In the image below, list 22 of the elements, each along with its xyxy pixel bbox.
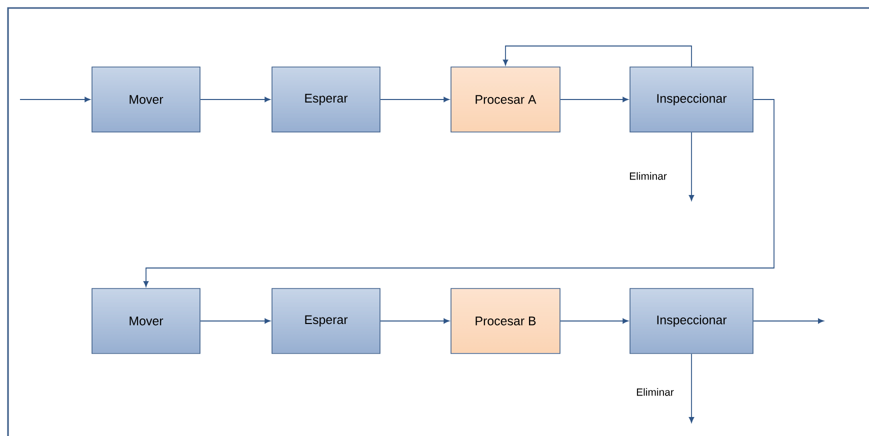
arrow — [688, 132, 694, 201]
arrow — [752, 318, 824, 324]
arrow — [380, 318, 450, 324]
process-box: Esperar — [272, 66, 380, 132]
process-box: Mover — [92, 66, 200, 132]
arrow — [502, 46, 692, 68]
process-box: Inspeccionar — [630, 66, 754, 132]
arrow — [688, 353, 694, 423]
arrow — [20, 96, 90, 102]
edge-label: Eliminar — [628, 171, 668, 181]
arrow — [143, 99, 774, 287]
arrow — [560, 318, 628, 324]
process-box: Procesar A — [450, 66, 560, 132]
process-box: Inspeccionar — [630, 288, 754, 354]
process-box: Procesar B — [450, 288, 560, 354]
arrow — [200, 96, 270, 102]
process-box: Mover — [92, 288, 200, 354]
process-box: Esperar — [272, 288, 380, 354]
arrow — [380, 96, 450, 102]
arrow — [560, 96, 628, 102]
edge-label: Eliminar — [635, 387, 675, 397]
arrow — [200, 318, 270, 324]
